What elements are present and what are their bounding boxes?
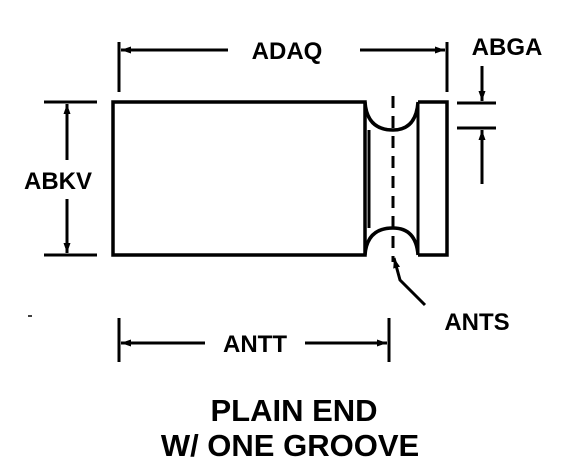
dimension-adaq: ADAQ (117, 38, 449, 92)
dimension-antt: ANTT (117, 318, 391, 362)
title-line-1: PLAIN END (210, 393, 377, 428)
label-antt: ANTT (223, 331, 287, 358)
callout-ants: ANTS (392, 257, 510, 336)
label-abkv: ABKV (24, 168, 92, 195)
label-ants: ANTS (444, 309, 509, 336)
label-abga: ABGA (472, 34, 543, 61)
label-adaq: ADAQ (252, 38, 323, 65)
dimension-abga: ABGA (457, 34, 542, 184)
title-line-2: W/ ONE GROOVE (161, 428, 419, 463)
part-body (111, 96, 449, 262)
drawing-title: PLAIN END W/ ONE GROOVE (161, 393, 419, 463)
dimension-abkv: ABKV (24, 100, 97, 257)
